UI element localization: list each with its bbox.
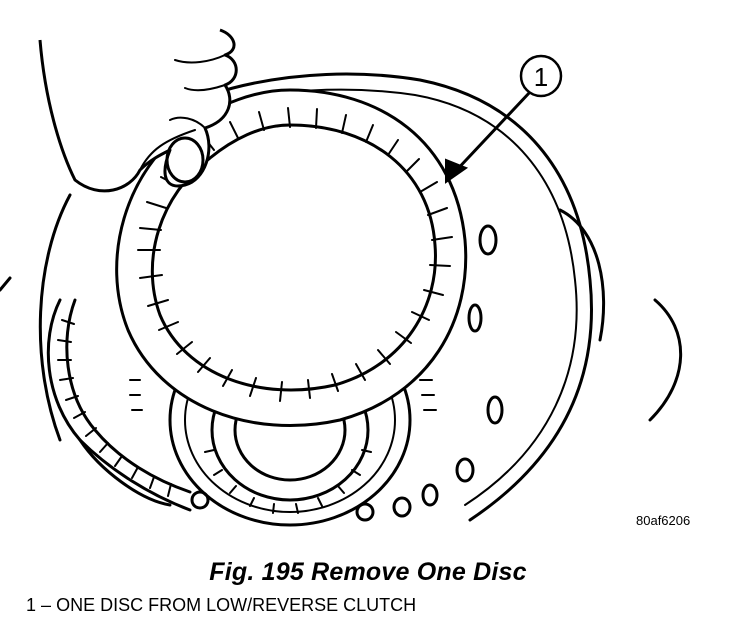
legend-separator: – <box>41 595 52 615</box>
callout-circle <box>519 54 563 98</box>
legend-text: ONE DISC FROM LOW/REVERSE CLUTCH <box>56 595 417 615</box>
left-gear-band <box>46 298 192 512</box>
figure-caption: Fig. 195 Remove One Disc <box>209 558 527 586</box>
transmission-illustration: 1 <box>0 28 683 527</box>
drawing-code: 80af6206 <box>636 513 691 528</box>
clutch-disc <box>115 88 468 428</box>
hand-illustration <box>38 28 238 193</box>
legend: 1 – ONE DISC FROM LOW/REVERSE CLUTCH <box>26 595 416 616</box>
leader-arrow <box>445 90 532 184</box>
legend-number: 1 <box>26 595 37 615</box>
callout-number: 1 <box>534 62 548 92</box>
